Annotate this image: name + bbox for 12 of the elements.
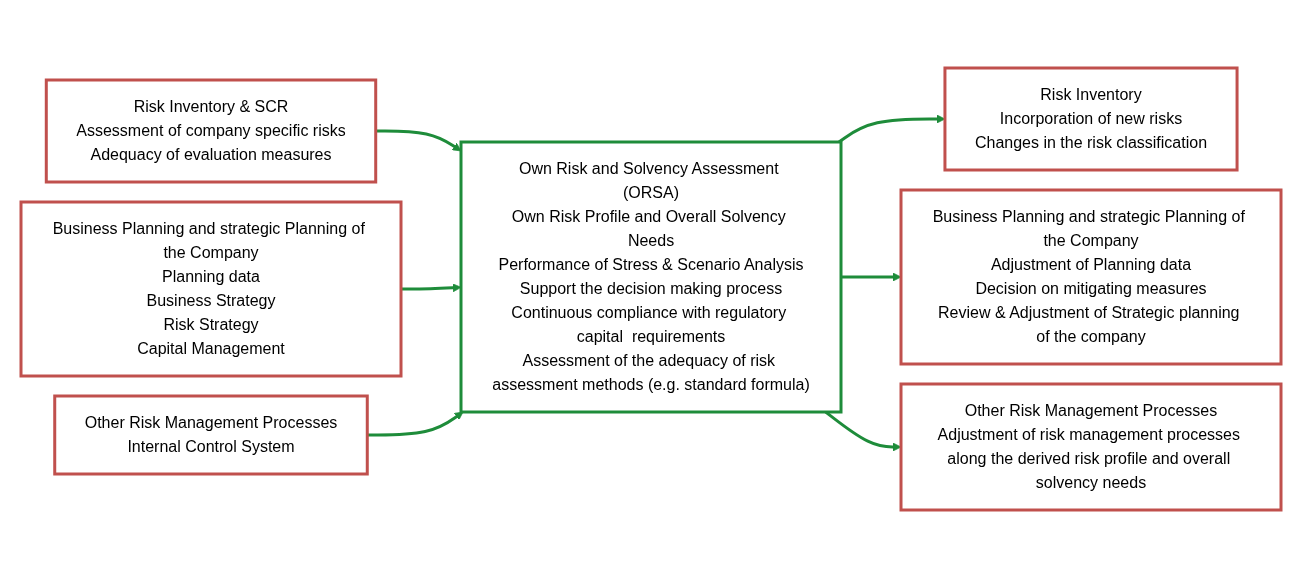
arrow	[837, 114, 945, 143]
arrow	[400, 282, 461, 292]
node-box: Own Risk and Solvency Assessment (ORSA) Own Risk Profile and Overall Solvency Needs Performance of Stress & Scenario Analysis Support the decision making process Continuous compliance with regulatory capital requirements Assessment of the adequacy of risk assessment methods (e.g. standard formula)	[459, 140, 842, 413]
node-box: Other Risk Management Processes Adjustment of risk management processes along the derived risk profile and overall solvency needs	[899, 382, 1282, 511]
arrow	[375, 129, 461, 151]
arrow	[366, 411, 463, 436]
node-box: Risk Inventory & SCR Assessment of company specific risks Adequacy of evaluation measures	[44, 78, 377, 183]
node-box: Business Planning and strategic Planning of the Company Adjustment of Planning data Decision on mitigating measures Review & Adjustment of Strategic planning of the company	[899, 188, 1282, 365]
node-box: Other Risk Management Processes Internal Control System	[52, 394, 369, 475]
node-box: Business Planning and strategic Planning of the Company Planning data Business Strategy Risk Strategy Capital Management	[19, 200, 402, 377]
node-box: Risk Inventory Incorporation of new risks Changes in the risk classification	[942, 66, 1239, 171]
arrow	[840, 272, 901, 281]
